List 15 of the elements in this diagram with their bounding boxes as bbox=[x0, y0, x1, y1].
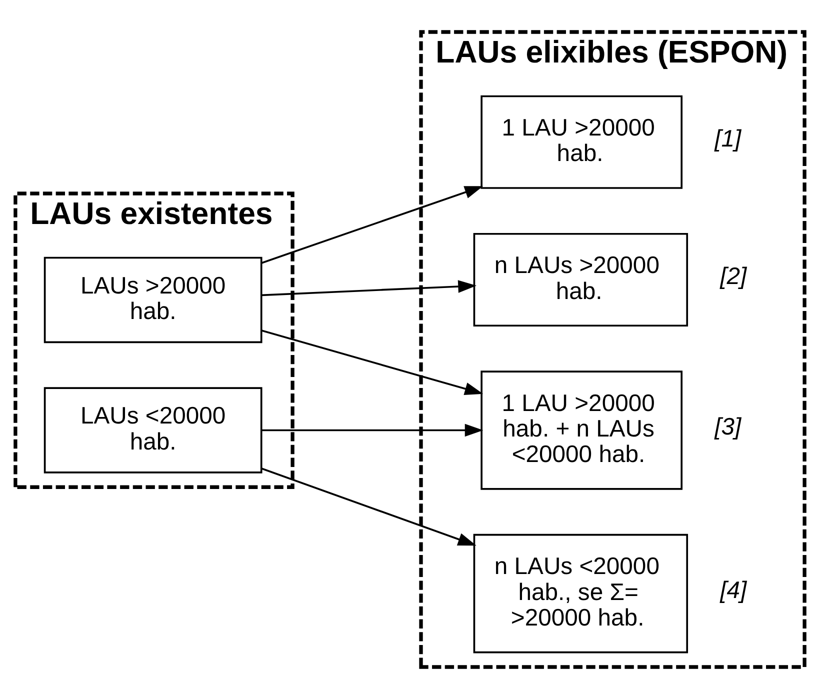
node-label: [4] bbox=[720, 576, 747, 604]
node-box: n LAUs >20000 hab. bbox=[473, 232, 688, 327]
node-label: [3] bbox=[714, 414, 742, 441]
node-label: [1] bbox=[714, 126, 742, 153]
node-box: LAUs <20000 hab. bbox=[44, 387, 262, 474]
arrow bbox=[261, 186, 484, 264]
arrow bbox=[261, 468, 476, 546]
node-box: 1 LAU >20000 hab. bbox=[480, 95, 683, 189]
arrow bbox=[261, 330, 484, 396]
node-box: n LAUs <20000 hab., se Σ= >20000 hab. bbox=[473, 534, 688, 654]
arrow bbox=[262, 280, 477, 296]
node-box: LAUs >20000 hab. bbox=[44, 256, 262, 344]
arrow bbox=[262, 424, 484, 437]
node-box: 1 LAU >20000 hab. + n LAUs <20000 hab. bbox=[480, 370, 683, 490]
node-label: [2] bbox=[720, 263, 747, 290]
